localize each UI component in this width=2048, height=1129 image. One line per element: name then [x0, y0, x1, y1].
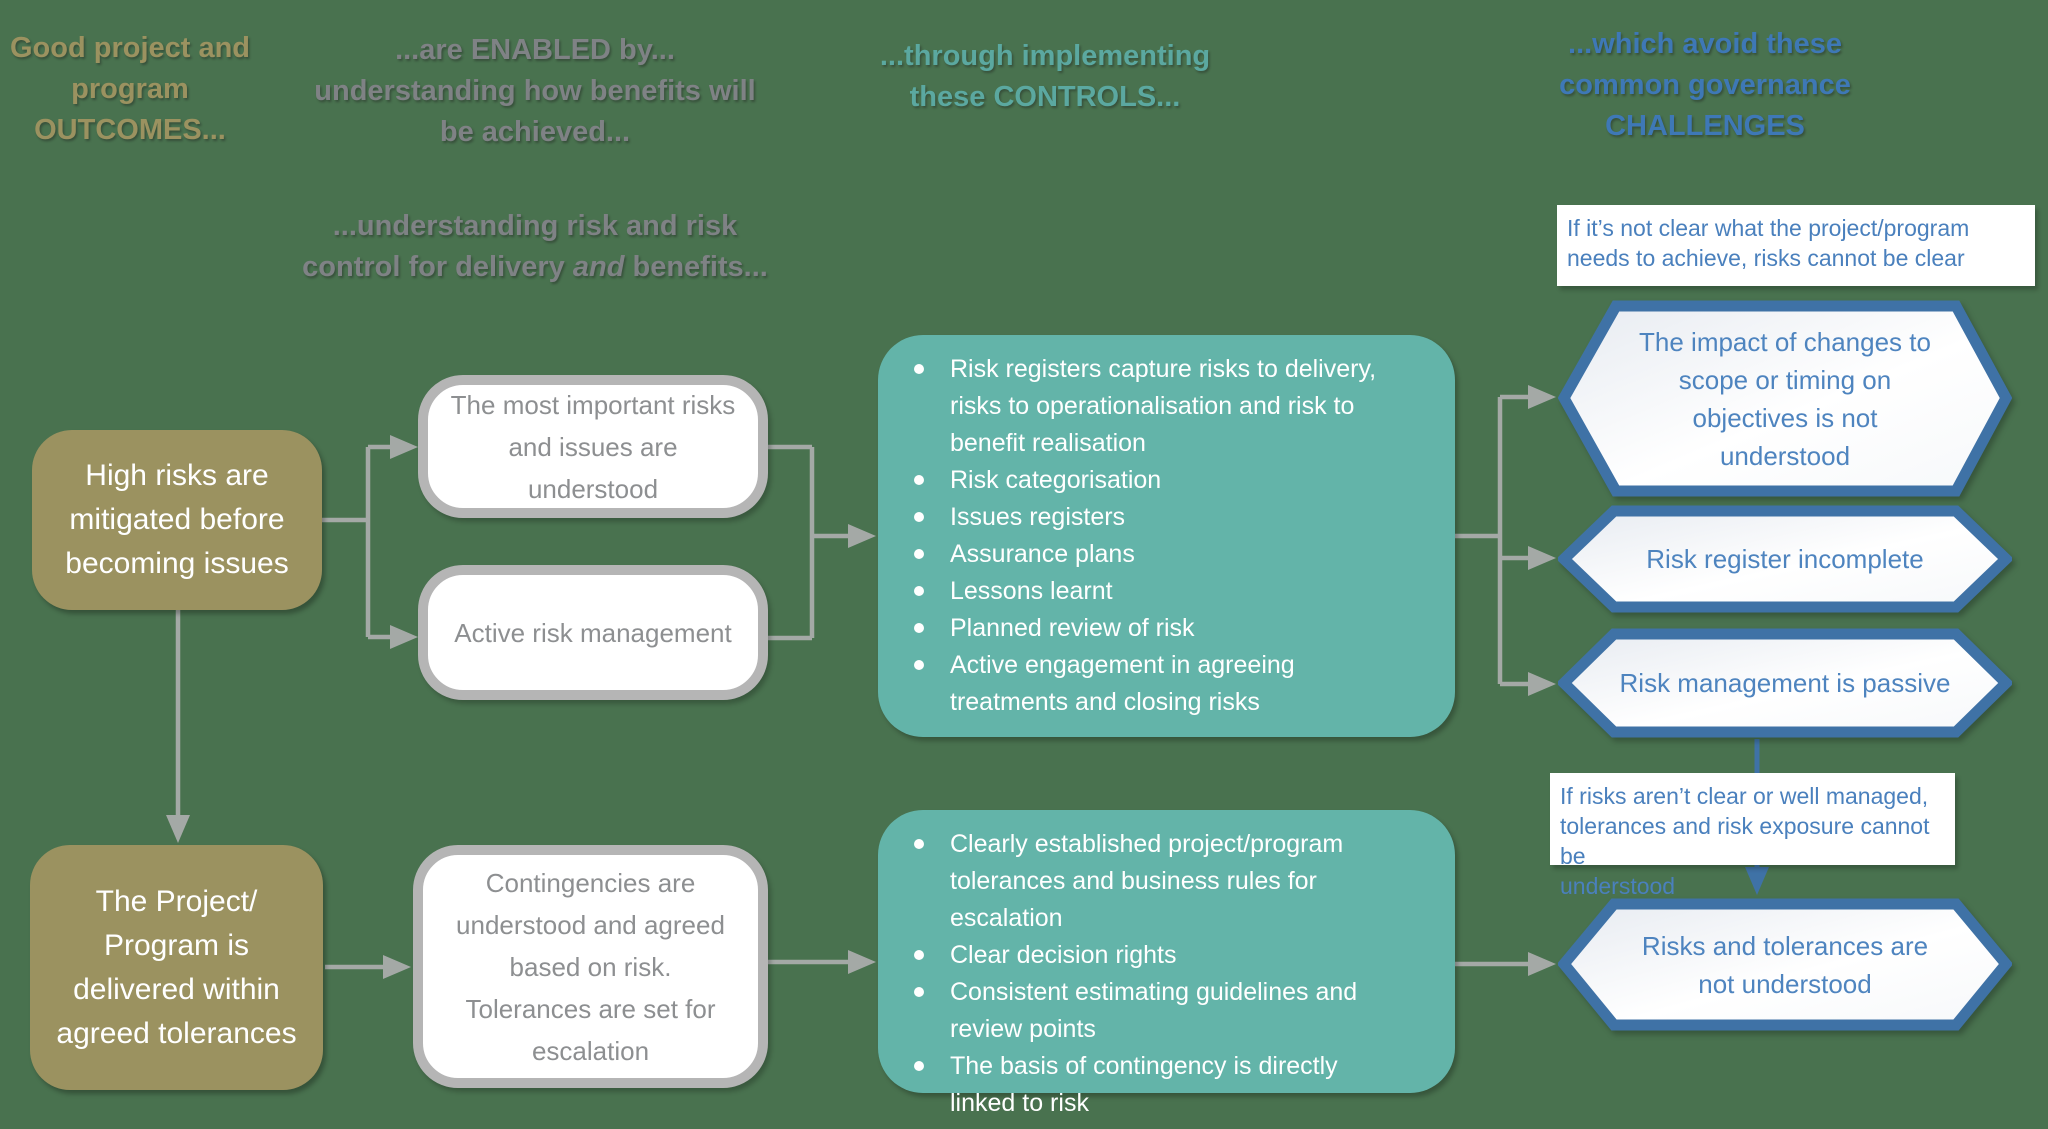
- challenge-hexagon-impact-of-changes-text: The impact of changes to scope or timing…: [1639, 326, 1931, 471]
- enabler-box-active-risk-management: Active risk management: [418, 565, 768, 700]
- hexagon-shape: [1558, 898, 2012, 1031]
- list-item: Active engagement in agreeing treatments…: [902, 647, 1445, 721]
- subheader-italic-and: and: [572, 251, 625, 283]
- hexagon-shape: [1558, 300, 2012, 497]
- controls-box-tolerances: Clearly established project/program tole…: [878, 810, 1455, 1117]
- list-item: Consistent estimating guidelines and rev…: [902, 974, 1445, 1048]
- header-enabled-by: ...are ENABLED by... understanding how b…: [314, 34, 756, 148]
- caption-text-not-clear-objectives: If it’s not clear what the project/progr…: [1567, 215, 1970, 271]
- hexagon-shape: [1558, 628, 2012, 738]
- list-item: The basis of contingency is directly lin…: [902, 1048, 1445, 1122]
- gray-arrowheads: [166, 385, 1556, 979]
- caption-text-risks-not-clear: If risks aren’t clear or well managed, t…: [1560, 783, 1930, 899]
- challenge-hexagon-risk-management-passive: Risk management is passive: [1558, 628, 2012, 738]
- enabler-box-active-risk-management-text: Active risk management: [454, 617, 732, 648]
- challenge-hexagon-risk-management-passive-text: Risk management is passive: [1619, 668, 1951, 698]
- list-item: Lessons learnt: [902, 573, 1445, 610]
- subheader-post: benefits...: [632, 251, 768, 283]
- list-item: Clear decision rights: [902, 937, 1445, 974]
- list-item: Risk categorisation: [902, 462, 1445, 499]
- subheader-pre: ...understanding risk and risk control f…: [302, 210, 738, 283]
- header-outcomes: Good project and program OUTCOMES...: [9, 32, 251, 146]
- outcome-box-delivered-tolerances-text: The Project/ Program is delivered within…: [56, 884, 297, 1050]
- caption-box-risks-not-clear: If risks aren’t clear or well managed, t…: [1550, 773, 1955, 899]
- challenge-hexagon-risk-register-incomplete-text: Risk register incomplete: [1646, 544, 1924, 574]
- outcome-box-delivered-tolerances: The Project/ Program is delivered within…: [30, 845, 323, 1090]
- enabler-box-contingencies-text: Contingencies are understood and agreed …: [456, 867, 725, 1066]
- list-item: Assurance plans: [902, 536, 1445, 573]
- list-item: Issues registers: [902, 499, 1445, 536]
- controls-list-2: Clearly established project/program tole…: [878, 810, 1455, 1129]
- connector-enablers-to-controls1: [768, 444, 852, 641]
- connector-outcome1-to-enablers: [322, 444, 396, 640]
- challenge-hexagon-risks-tolerances-not-understood: Risks and tolerances are not understood: [1558, 898, 2012, 1031]
- challenge-hexagon-impact-of-changes: The impact of changes to scope or timing…: [1558, 300, 2012, 497]
- hexagon-shape: [1558, 505, 2012, 613]
- connector-controls1-to-hexagons: [1455, 394, 1532, 687]
- enabler-box-important-risks: The most important risks and issues are …: [418, 375, 768, 518]
- list-item: Planned review of risk: [902, 610, 1445, 647]
- controls-list-1: Risk registers capture risks to delivery…: [878, 335, 1455, 733]
- controls-box-risk-registers: Risk registers capture risks to delivery…: [878, 335, 1455, 737]
- outcome-box-high-risks-text: High risks are mitigated before becoming…: [65, 459, 289, 580]
- challenge-hexagon-risks-tolerances-not-understood-text: Risks and tolerances are not understood: [1641, 930, 1929, 999]
- header-understanding-risk: ...understanding risk and risk control f…: [250, 206, 820, 288]
- challenge-hexagon-risk-register-incomplete: Risk register incomplete: [1558, 505, 2012, 613]
- caption-box-not-clear-objectives: If it’s not clear what the project/progr…: [1557, 205, 2035, 286]
- list-item: Clearly established project/program tole…: [902, 826, 1445, 937]
- enabler-box-important-risks-text: The most important risks and issues are …: [450, 389, 736, 504]
- header-controls: ...through implementing these CONTROLS..…: [879, 40, 1211, 113]
- outcome-box-high-risks: High risks are mitigated before becoming…: [32, 430, 322, 610]
- list-item: Risk registers capture risks to delivery…: [902, 351, 1445, 462]
- enabler-box-contingencies: Contingencies are understood and agreed …: [413, 845, 768, 1088]
- header-challenges: ...which avoid these common governance C…: [1559, 28, 1851, 142]
